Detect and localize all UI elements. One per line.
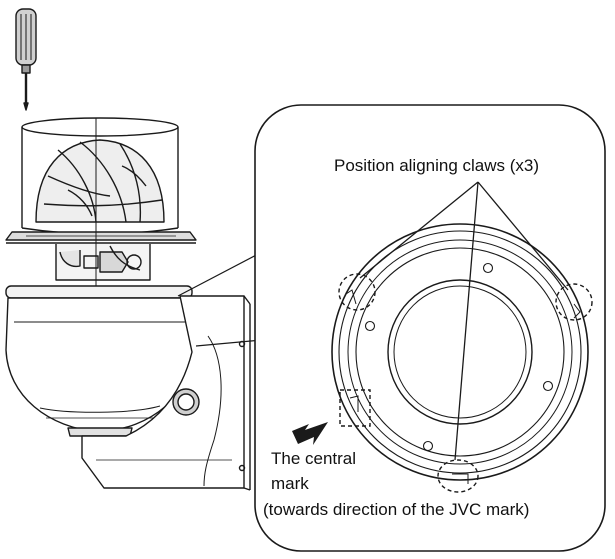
claw-highlight-left	[338, 273, 376, 311]
wall-mount-bracket	[81, 295, 251, 491]
camera-assembly	[5, 8, 251, 491]
central-mark-label-line1: The central	[271, 449, 356, 468]
central-mark-bottom-highlight	[437, 459, 479, 493]
claws-label: Position aligning claws (x3)	[334, 156, 539, 175]
central-mark-label-line3: (towards direction of the JVC mark)	[263, 500, 529, 519]
arrow-icon	[292, 422, 328, 445]
dome-ring-detail	[331, 223, 589, 484]
central-mark-highlight	[339, 389, 371, 427]
inner-dome	[35, 139, 165, 223]
callout-panel: Position aligning claws (x3) The central…	[254, 104, 606, 552]
claw-highlights	[338, 273, 593, 493]
claws-leader-lines	[359, 181, 569, 461]
dome-flange	[5, 231, 197, 244]
camera-mechanism	[55, 244, 151, 281]
screwdriver-icon	[15, 8, 37, 111]
central-mark-label-line2: mark	[271, 474, 309, 493]
claw-highlight-right	[555, 283, 593, 321]
callout-connector	[177, 251, 263, 347]
